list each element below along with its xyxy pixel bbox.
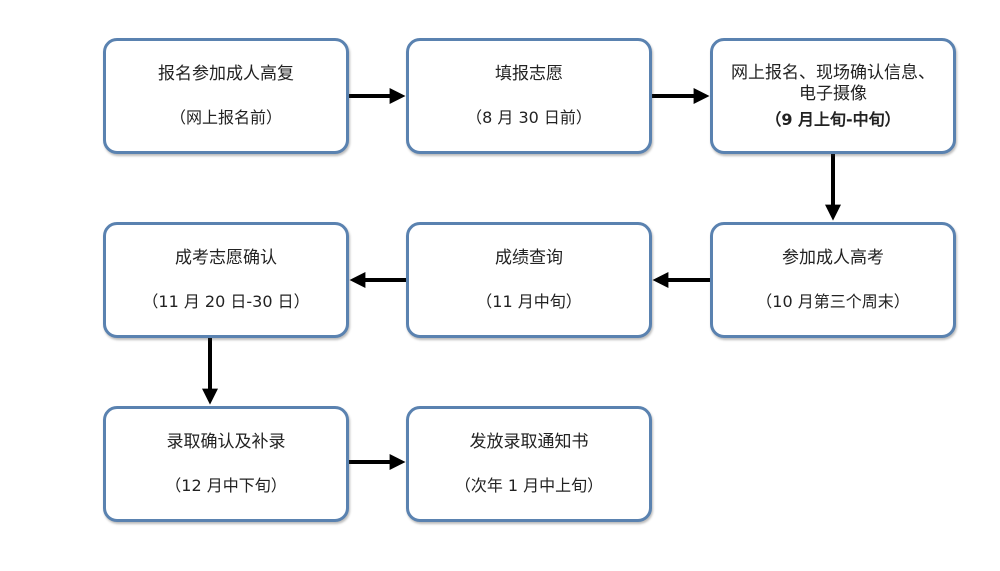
step-7-box: 录取确认及补录 （12 月中下旬） (103, 406, 349, 522)
step-4-box: 参加成人高考 （10 月第三个周末） (710, 222, 956, 338)
step-2-note: （8 月 30 日前） (466, 108, 592, 127)
step-1-note: （网上报名前） (169, 108, 282, 127)
step-5-box: 成绩查询 （11 月中旬） (406, 222, 652, 338)
step-8-note: （次年 1 月中上旬） (454, 476, 604, 495)
step-1-title: 报名参加成人高复 (158, 64, 294, 84)
step-3-title: 网上报名、现场确认信息、电子摄像 (731, 62, 935, 104)
step-2-title: 填报志愿 (495, 64, 563, 84)
step-6-title: 成考志愿确认 (175, 248, 277, 268)
step-6-note: （11 月 20 日-30 日） (142, 292, 310, 311)
step-4-title: 参加成人高考 (782, 248, 884, 268)
step-4-note: （10 月第三个周末） (756, 292, 910, 311)
step-5-title: 成绩查询 (495, 248, 563, 268)
step-8-box: 发放录取通知书 （次年 1 月中上旬） (406, 406, 652, 522)
step-7-note: （12 月中下旬） (165, 476, 287, 495)
step-3-note: （9 月上旬-中旬） (765, 109, 901, 129)
step-1-box: 报名参加成人高复 （网上报名前） (103, 38, 349, 154)
step-3-box: 网上报名、现场确认信息、电子摄像 （9 月上旬-中旬） (710, 38, 956, 154)
step-8-title: 发放录取通知书 (469, 432, 589, 452)
step-2-box: 填报志愿 （8 月 30 日前） (406, 38, 652, 154)
step-6-box: 成考志愿确认 （11 月 20 日-30 日） (103, 222, 349, 338)
step-7-title: 录取确认及补录 (166, 432, 286, 452)
step-5-note: （11 月中旬） (476, 292, 582, 311)
